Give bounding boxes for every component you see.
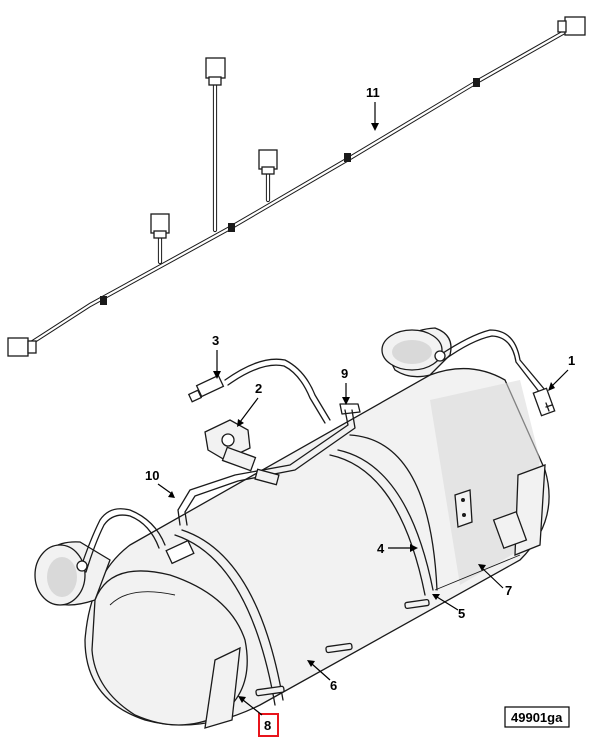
wiring-harness [7, 16, 586, 357]
callout-3: 3 [212, 333, 221, 379]
svg-text:2: 2 [255, 381, 262, 396]
temperature-sensor [532, 387, 556, 417]
callout-7: 7 [478, 564, 512, 598]
harness-clip [228, 223, 235, 232]
callout-8: 8 [238, 696, 279, 737]
harness-connector [7, 337, 37, 357]
callout-11: 11 [366, 85, 380, 131]
svg-text:7: 7 [505, 583, 512, 598]
svg-text:4: 4 [377, 541, 385, 556]
harness-connector [205, 57, 226, 86]
highlight-box [258, 713, 279, 737]
sensor-wiring [76, 329, 556, 573]
svg-text:9: 9 [341, 366, 348, 381]
callout-10: 10 [145, 468, 175, 498]
figure-id-label: 49901ga [504, 706, 570, 728]
clamp-bolt [325, 642, 353, 654]
callout-6: 6 [307, 660, 337, 693]
harness-clip [344, 153, 351, 162]
svg-text:10: 10 [145, 468, 159, 483]
svg-text:11: 11 [366, 85, 380, 100]
callout-5: 5 [432, 594, 465, 621]
svg-text:1: 1 [568, 353, 575, 368]
svg-text:8: 8 [264, 718, 271, 733]
pressure-sensor [204, 419, 257, 472]
harness-clip [473, 78, 480, 87]
svg-text:49901ga: 49901ga [511, 710, 563, 725]
clamp-bolt [255, 685, 285, 697]
svg-text:3: 3 [212, 333, 219, 348]
clamp-bolt [404, 598, 430, 610]
svg-text:5: 5 [458, 606, 465, 621]
callout-9: 9 [341, 366, 350, 405]
harness-clip [100, 296, 107, 305]
dpf-assembly [34, 327, 550, 729]
harness-connector [150, 213, 170, 239]
callout-2: 2 [237, 381, 262, 427]
harness-connector [258, 149, 278, 175]
temperature-sensor [165, 539, 195, 565]
callout-1: 1 [548, 353, 575, 391]
harness-connector [557, 16, 586, 36]
svg-text:6: 6 [330, 678, 337, 693]
temperature-sensor [187, 374, 225, 403]
callout-4: 4 [377, 541, 418, 556]
